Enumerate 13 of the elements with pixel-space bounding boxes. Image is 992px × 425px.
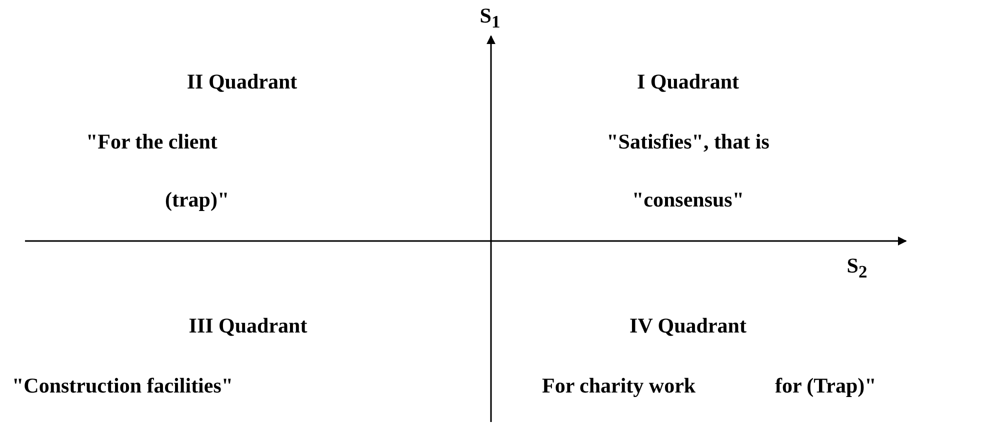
quadrant-text: "For the client <box>86 130 218 154</box>
quadrant-title: IV Quadrant <box>630 314 746 338</box>
quadrant-text: for (Trap)" <box>775 374 876 398</box>
quadrant-text: "Satisfies", that is <box>606 130 770 154</box>
quadrant-text: "consensus" <box>632 188 744 212</box>
axis-label: S$_{2}$ <box>846 254 868 282</box>
quadrant-text: For charity work <box>542 374 696 398</box>
quadrant-title: I Quadrant <box>636 70 740 94</box>
quadrant-text: (trap)" <box>165 188 230 212</box>
quadrant-title: II Quadrant <box>186 70 298 94</box>
quadrant-title: III Quadrant <box>188 314 308 338</box>
axis-label: S$_{1}$ <box>480 4 500 32</box>
quadrant-text: "Construction facilities" <box>12 374 234 398</box>
